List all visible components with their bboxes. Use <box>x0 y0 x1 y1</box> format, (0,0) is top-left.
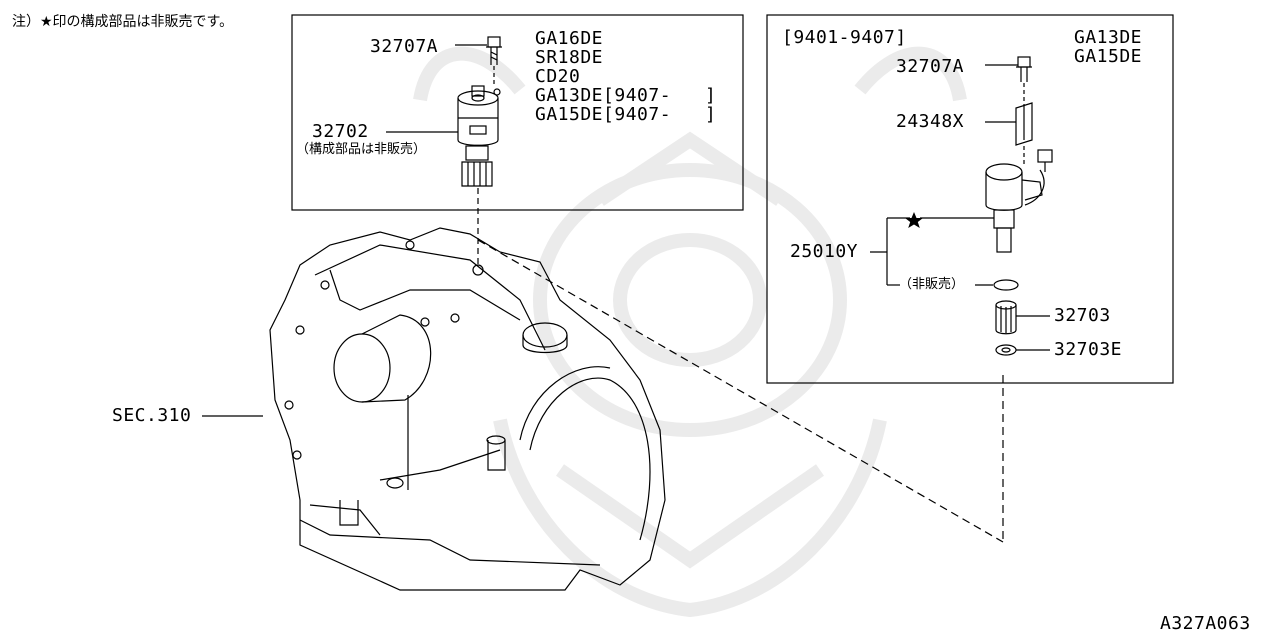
label-32707a-right: 32707A <box>896 56 965 77</box>
pinion-gear-32703 <box>995 300 1050 335</box>
bolt-32707a-right <box>985 56 1032 108</box>
model-line-2: SR18DE <box>535 47 604 68</box>
label-sec310: SEC.310 <box>112 405 192 426</box>
transmission-housing <box>269 227 666 591</box>
model-line-3: CD20 <box>535 66 581 87</box>
figure-code: A327A063 <box>1160 613 1251 634</box>
model-line-4: GA13DE[9407- ] <box>535 85 717 106</box>
star-marker <box>905 212 923 228</box>
label-25010y: 25010Y <box>790 241 859 262</box>
bolt-32707a-left <box>455 36 502 86</box>
model-right-1: GA13DE <box>1074 27 1143 48</box>
model-right-2: GA15DE <box>1074 46 1143 67</box>
label-24348x: 24348X <box>896 111 965 132</box>
seal-32703e <box>995 344 1050 356</box>
speed-sensor-25010y <box>870 149 1053 291</box>
watermark-emblem <box>413 46 967 618</box>
label-32702: 32702 <box>312 121 369 142</box>
model-line-1: GA16DE <box>535 28 604 49</box>
right-detail-box <box>766 14 1174 384</box>
label-32707a-left: 32707A <box>370 36 439 57</box>
label-32703e: 32703E <box>1054 339 1123 360</box>
label-date-range: [9401-9407] <box>782 27 907 48</box>
bracket-24348x <box>985 102 1033 165</box>
leader-housing-to-right <box>477 239 1004 543</box>
model-line-5: GA15DE[9407- ] <box>535 104 717 125</box>
label-32703: 32703 <box>1054 305 1111 326</box>
label-32702-note: （構成部品は非販売） <box>296 142 427 157</box>
speed-sensor-32702 <box>386 85 501 187</box>
left-detail-box <box>291 14 744 211</box>
label-not-sold: （非販売） <box>899 277 965 292</box>
note-not-sold: 注）★印の構成部品は非販売です。 <box>12 14 234 30</box>
